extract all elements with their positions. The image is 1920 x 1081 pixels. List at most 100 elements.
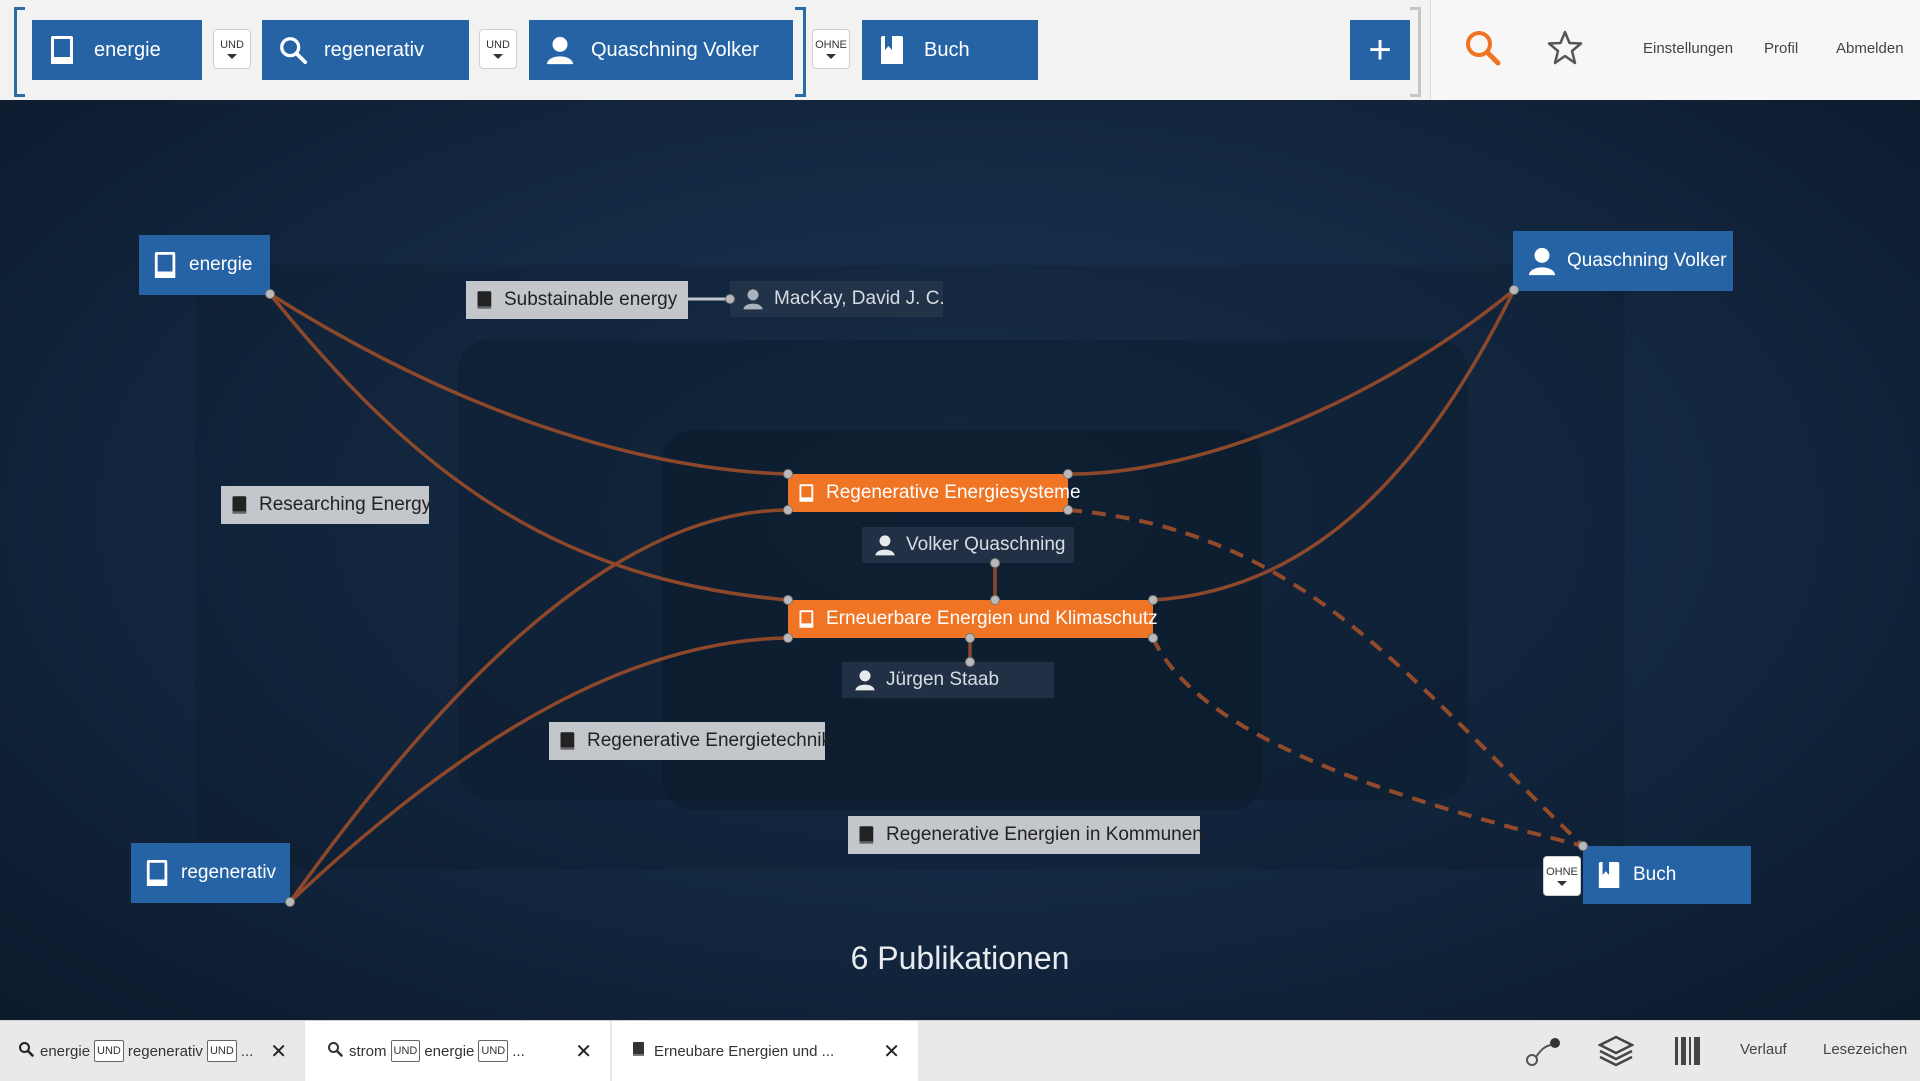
bookmark-book-icon bbox=[878, 34, 908, 66]
operator-ohne[interactable]: OHNE bbox=[812, 29, 850, 69]
facet-node-regenerativ[interactable]: regenerativ bbox=[131, 843, 290, 903]
person-name: MacKay, David J. C. bbox=[774, 288, 945, 309]
close-icon[interactable]: ✕ bbox=[575, 1041, 592, 1063]
edge-anchor bbox=[725, 294, 735, 304]
toolbar-divider-bracket bbox=[1410, 7, 1421, 97]
relevance-layer-outer bbox=[195, 265, 1625, 870]
person-name: Jürgen Staab bbox=[886, 669, 1000, 690]
book-icon bbox=[559, 731, 577, 751]
tab-operator: UND bbox=[478, 1040, 509, 1062]
edge-anchor bbox=[990, 595, 1000, 605]
edge-anchor bbox=[1578, 841, 1588, 851]
tab-operator: UND bbox=[390, 1040, 421, 1062]
book-title: Regenerative Energien in Kommunen bbox=[886, 824, 1203, 845]
chip-buch[interactable]: Buch bbox=[862, 20, 1038, 80]
facet-node-energie[interactable]: energie bbox=[139, 235, 270, 295]
facet-label: regenerativ bbox=[181, 862, 277, 883]
result-title: Erneuerbare Energien und Klimaschutz bbox=[826, 608, 1158, 629]
book-regenerative-energietechnik[interactable]: Regenerative Energietechnik bbox=[549, 722, 831, 760]
operator-und-1[interactable]: UND bbox=[213, 29, 251, 69]
plus-icon: + bbox=[1368, 27, 1392, 72]
chip-label: Quaschning Volker bbox=[591, 38, 759, 61]
result-title: Regenerative Energiesysteme bbox=[826, 482, 1081, 503]
chip-label: energie bbox=[94, 38, 161, 61]
query-bracket-close bbox=[795, 7, 806, 97]
chevron-down-icon bbox=[227, 54, 237, 59]
facet-label: Buch bbox=[1633, 864, 1677, 885]
chevron-down-icon bbox=[493, 54, 503, 59]
chip-energie[interactable]: energie bbox=[32, 20, 202, 80]
history-tab-3[interactable]: Erneubare Energien und ... ✕ bbox=[612, 1021, 918, 1081]
history-link[interactable]: Verlauf bbox=[1740, 1041, 1787, 1058]
edge-anchor bbox=[965, 657, 975, 667]
edge-anchor bbox=[1509, 285, 1519, 295]
operator-label: OHNE bbox=[815, 39, 847, 51]
edge-quaschning-erneuerbare bbox=[1152, 289, 1516, 602]
chip-quaschning-volker[interactable]: Quaschning Volker bbox=[529, 20, 793, 80]
result-erneuerbare-energien-und-klimaschutz[interactable]: Erneuerbare Energien und Klimaschutz bbox=[788, 600, 1158, 638]
tab-ellipsis: ... bbox=[240, 1042, 254, 1060]
operator-ohne-graph[interactable]: OHNE bbox=[1543, 856, 1581, 896]
search-icon[interactable] bbox=[1463, 28, 1503, 73]
operator-und-2[interactable]: UND bbox=[479, 29, 517, 69]
facet-node-buch[interactable]: Buch bbox=[1583, 846, 1751, 904]
star-icon[interactable] bbox=[1545, 28, 1585, 73]
facet-label: Quaschning Volker bbox=[1567, 250, 1727, 271]
chevron-down-icon bbox=[1557, 881, 1567, 886]
history-tab-1[interactable]: energie UND regenerativ UND ... ✕ bbox=[0, 1021, 305, 1081]
graph-canvas: energie Quaschning Volker regenerativ OH… bbox=[0, 100, 1920, 1020]
chevron-down-icon bbox=[826, 54, 836, 59]
edge-anchor bbox=[1148, 633, 1158, 643]
chip-label: Buch bbox=[924, 38, 970, 61]
edge-anchor bbox=[783, 595, 793, 605]
book-title: Substainable energy bbox=[504, 289, 678, 310]
edge-energie-regenerative-energiesysteme bbox=[269, 292, 789, 476]
tab-title: Erneubare Energien und ... bbox=[654, 1042, 835, 1060]
profile-link[interactable]: Profil bbox=[1764, 40, 1799, 57]
result-regenerative-energiesysteme[interactable]: Regenerative Energiesysteme bbox=[788, 474, 1081, 512]
settings-link[interactable]: Einstellungen bbox=[1643, 40, 1734, 57]
edge-anchor bbox=[783, 505, 793, 515]
book-regenerative-energien-in-kommunen[interactable]: Regenerative Energien in Kommunen bbox=[848, 816, 1203, 854]
edge-anchor bbox=[265, 289, 275, 299]
edge-quaschning-regenerative-energiesysteme bbox=[1067, 288, 1516, 476]
edge-anchor bbox=[990, 558, 1000, 568]
tab-term: energie bbox=[424, 1042, 475, 1060]
history-tab-2[interactable]: strom UND energie UND ... ✕ bbox=[305, 1021, 610, 1081]
edge-anchor bbox=[1063, 505, 1073, 515]
operator-label: UND bbox=[486, 39, 510, 51]
tab-term: energie bbox=[40, 1042, 91, 1060]
add-filter-button[interactable]: + bbox=[1350, 20, 1410, 80]
tab-term: regenerativ bbox=[127, 1042, 203, 1060]
logout-link[interactable]: Abmelden bbox=[1836, 40, 1904, 57]
edge-anchor bbox=[1063, 469, 1073, 479]
book-title: Regenerative Energietechnik bbox=[587, 730, 831, 751]
edge-energie-erneuerbare bbox=[268, 292, 789, 602]
close-icon[interactable]: ✕ bbox=[883, 1041, 900, 1063]
query-bracket-open bbox=[14, 7, 25, 97]
edge-anchor bbox=[783, 633, 793, 643]
tab-term: strom bbox=[349, 1042, 387, 1060]
edge-anchor bbox=[965, 633, 975, 643]
close-icon[interactable]: ✕ bbox=[270, 1041, 287, 1063]
bookmarks-link[interactable]: Lesezeichen bbox=[1823, 1041, 1908, 1058]
person-name: Volker Quaschning bbox=[906, 534, 1066, 555]
edge-anchor bbox=[285, 897, 295, 907]
barcode-icon[interactable] bbox=[1674, 1036, 1702, 1071]
facet-node-quaschning-volker[interactable]: Quaschning Volker bbox=[1513, 231, 1733, 291]
chip-regenerativ[interactable]: regenerativ bbox=[262, 20, 469, 80]
book-substainable-energy[interactable]: Substainable energy bbox=[466, 281, 688, 319]
book-icon bbox=[798, 609, 816, 629]
layers-icon[interactable] bbox=[1597, 1034, 1635, 1073]
book-researching-energy[interactable]: Researching Energy bbox=[221, 486, 431, 524]
person-volker-quaschning[interactable]: Volker Quaschning bbox=[862, 527, 1074, 563]
graph-icon[interactable] bbox=[1526, 1036, 1562, 1073]
history-bar: energie UND regenerativ UND ... ✕ strom … bbox=[0, 1020, 1920, 1081]
operator-label: UND bbox=[220, 39, 244, 51]
person-icon bbox=[854, 669, 876, 691]
person-juergen-staab[interactable]: Jürgen Staab bbox=[842, 662, 1054, 698]
person-icon bbox=[874, 534, 896, 556]
edge-anchor bbox=[1148, 595, 1158, 605]
bookmark-book-icon bbox=[1597, 860, 1623, 890]
person-mackay[interactable]: MacKay, David J. C. bbox=[730, 281, 945, 317]
